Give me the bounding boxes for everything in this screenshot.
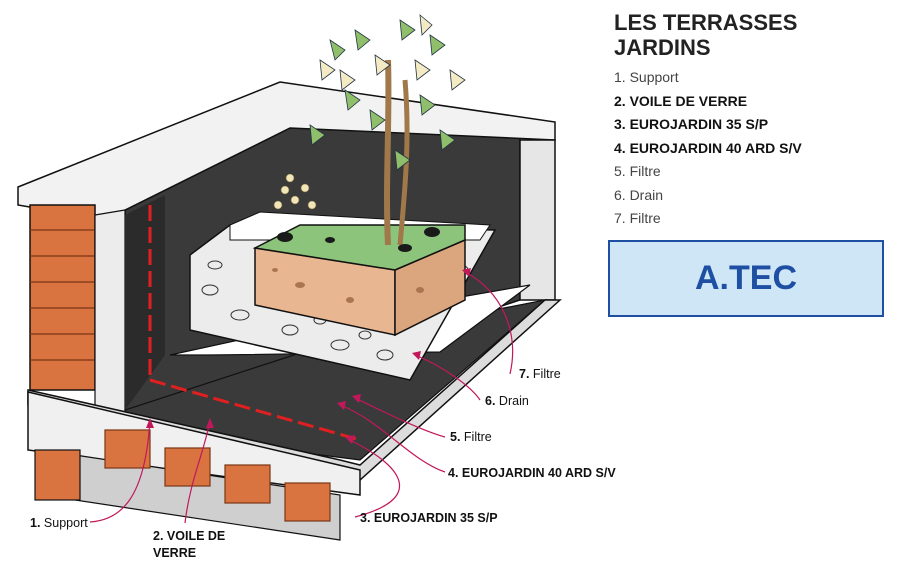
leader-arrows bbox=[146, 268, 471, 444]
legend-item: 7. Filtre bbox=[614, 210, 661, 226]
brand-name: A.TEC bbox=[695, 259, 797, 297]
brick-wall bbox=[29, 204, 96, 391]
callout-7: 7. Filtre bbox=[519, 367, 561, 381]
tree bbox=[309, 14, 466, 246]
hollow-blocks bbox=[104, 429, 331, 522]
callout-5: 5. Filtre bbox=[450, 430, 492, 444]
legend-item: 5. Filtre bbox=[614, 163, 661, 179]
grass-tufts bbox=[277, 227, 440, 252]
brand-box: A.TEC bbox=[608, 240, 884, 317]
legend-list: 1. Support 2. VOILE DE VERRE 3. EUROJARDIN… bbox=[614, 66, 894, 231]
parapet-side bbox=[519, 139, 556, 301]
callout-3: 3. EUROJARDIN 35 S/P bbox=[360, 511, 498, 525]
legend-item: 2. VOILE DE VERRE bbox=[614, 92, 748, 109]
callout-2-line2: VERRE bbox=[153, 546, 196, 560]
legend-item: 3. EUROJARDIN 35 S/P bbox=[614, 116, 769, 132]
legend-item: 4. EUROJARDIN 40 ARD S/V bbox=[614, 139, 802, 156]
callout-2: 2. VOILE DE bbox=[153, 529, 225, 543]
callout-1: 1. Support bbox=[30, 516, 88, 530]
support-column bbox=[34, 449, 81, 501]
red-floor-line bbox=[149, 378, 361, 442]
page-title: LES TERRASSES JARDINS bbox=[614, 10, 798, 60]
membrane-upturn bbox=[125, 195, 165, 410]
shrub bbox=[273, 173, 317, 210]
concrete-slab bbox=[27, 391, 361, 496]
leader-lines bbox=[89, 271, 514, 524]
legend-item: 6. Drain bbox=[614, 186, 664, 203]
callout-6: 6. Drain bbox=[485, 394, 529, 408]
legend-panel: LES TERRASSES JARDINS 1. Support 2. VOILE… bbox=[614, 10, 894, 231]
soil-stones bbox=[272, 268, 424, 303]
brick-courses bbox=[30, 229, 95, 361]
legend-item: 1. Support bbox=[614, 69, 679, 85]
grass-top bbox=[252, 224, 466, 271]
callout-4: 4. EUROJARDIN 40 ARD S/V bbox=[448, 466, 616, 480]
terrace-garden-diagram: 1. Support 2. VOILE DE VERRE 3. EUROJARD… bbox=[17, 14, 616, 560]
